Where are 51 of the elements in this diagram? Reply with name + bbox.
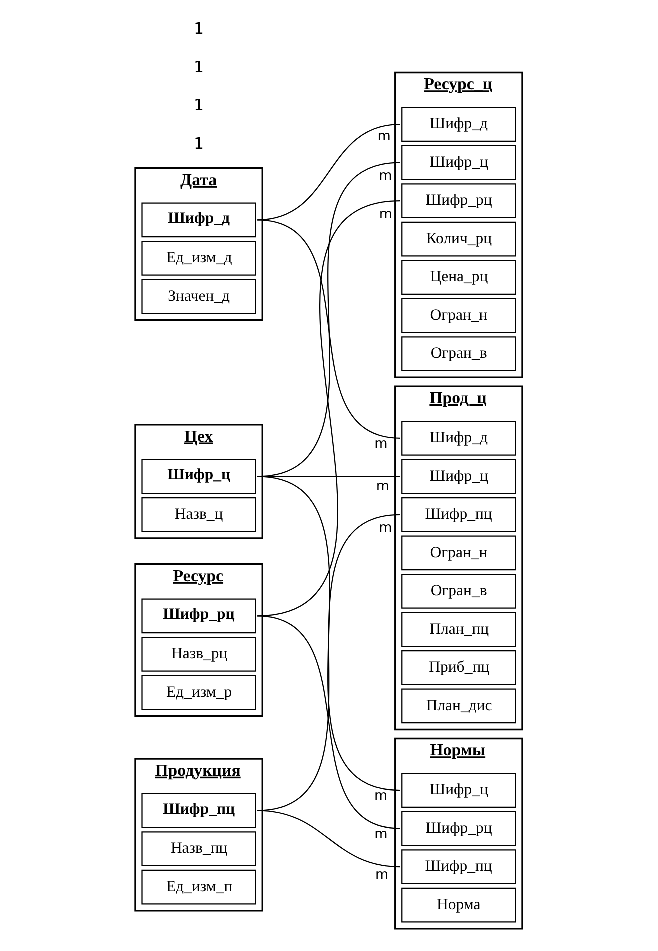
node-box: Колич_рц	[402, 222, 516, 257]
label: 1	[194, 96, 204, 115]
edge-label: m	[374, 436, 388, 452]
node-box: Шифр_пц	[142, 793, 256, 828]
node-box: Назв_ц	[142, 497, 256, 532]
node-box: Шифр_пц	[402, 850, 516, 884]
edge-label: m	[376, 478, 390, 494]
connector	[257, 162, 401, 478]
node-box: Шифр_д	[402, 420, 516, 456]
edge-label: m	[379, 206, 392, 223]
node-box: Огран_н	[402, 536, 516, 571]
node-box: Приб_пц	[402, 650, 516, 686]
node-box: Шифр_рц	[402, 184, 516, 218]
node-box: Огран_в	[402, 336, 516, 372]
label: 1	[194, 57, 204, 76]
connector	[257, 200, 401, 617]
edge-label: m	[379, 168, 392, 184]
node-box: Шифр_ц	[402, 459, 516, 494]
connector	[258, 810, 400, 868]
node-box: Шифр_ц	[142, 459, 256, 494]
node-box: Шифр_д	[402, 107, 516, 142]
node-box: Шифр_ц	[402, 773, 516, 808]
node-box: Норма	[402, 888, 516, 923]
connector	[257, 476, 401, 792]
node-box: Огран_н	[402, 298, 516, 334]
node-box: Шифр_рц	[142, 598, 256, 634]
edge-label: m	[378, 128, 391, 144]
node-box: Ед_изм_р	[142, 675, 256, 710]
node-box: Назв_рц	[142, 636, 256, 672]
connector	[258, 124, 400, 221]
edge-label: m	[374, 788, 388, 804]
node-box: Огран_в	[402, 574, 516, 609]
node-box: Ед_изм_п	[142, 870, 256, 905]
node-box: Цена_рц	[402, 260, 516, 295]
node-box: Шифр_ц	[402, 145, 516, 180]
node-box: Ед_изм_д	[142, 240, 256, 276]
label: 1	[194, 134, 204, 153]
node-box: Значен_д	[142, 279, 256, 314]
node-box: План_пц	[402, 612, 516, 648]
connector	[257, 220, 401, 439]
node-box: Назв_пц	[142, 832, 256, 866]
edge-label: m	[374, 826, 388, 843]
connector	[257, 514, 401, 812]
node-box: Шифр_д	[142, 202, 256, 238]
node-box: Шифр_пц	[402, 497, 516, 532]
connector	[257, 616, 401, 830]
edge-label: m	[379, 520, 392, 536]
node-box: План_дис	[402, 688, 516, 724]
node-box: Шифр_рц	[402, 811, 516, 846]
label: 1	[194, 19, 204, 38]
edge-label: m	[376, 867, 389, 884]
